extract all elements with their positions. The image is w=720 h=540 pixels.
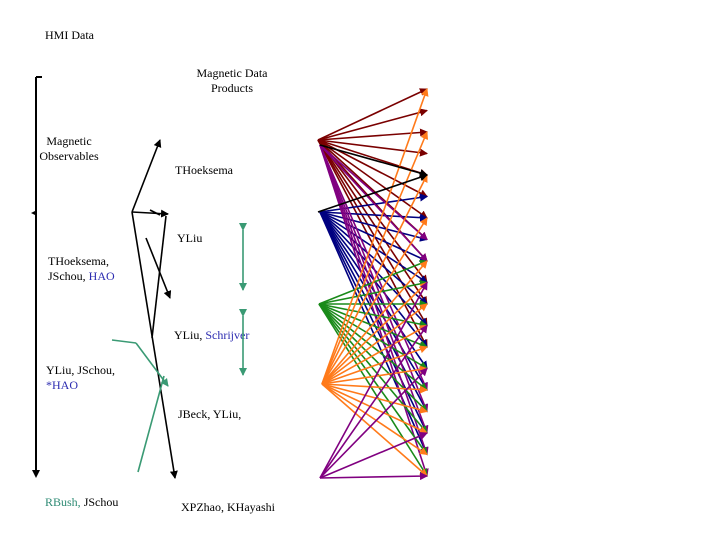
fan-arrow-purple-low-0 <box>319 281 428 479</box>
observables-team-2-org: *HAO <box>46 378 78 392</box>
fan-arrow-orange-9 <box>321 365 428 385</box>
fan-arrow-orange-3 <box>321 217 428 385</box>
fan-arrow-red-1 <box>317 108 428 141</box>
fan-arrow-navy-1 <box>319 211 428 222</box>
fan-arrow-orange-6 <box>321 303 428 385</box>
fan-arrow-purple-4 <box>319 144 429 434</box>
product-lead-1: THoeksema <box>175 163 233 177</box>
observables-team-2: YLiu, JSchou, *HAO <box>46 363 115 393</box>
fan-arrow-purple-5 <box>319 144 429 456</box>
fan-arrow-red-10 <box>317 139 428 305</box>
observables-bracket <box>31 76 42 478</box>
fan-arrow-red-9 <box>317 139 428 284</box>
teal-arrows <box>111 339 169 473</box>
fan-arrow-purple-low-4 <box>319 472 428 481</box>
fan-arrow-purple-low-2 <box>319 367 428 479</box>
fan-arrow-orange-5 <box>321 281 428 385</box>
fan-arrow-purple-1 <box>319 144 428 262</box>
fan-arrow-orange-8 <box>321 345 428 385</box>
fan-arrow-green-3 <box>318 303 428 329</box>
fan-arrow-green-6 <box>318 303 428 391</box>
fan-arrow-orange-12 <box>321 383 428 434</box>
product-lead-3-name2: Schrijver <box>205 328 250 342</box>
fan-arrow-orange-11 <box>321 383 428 414</box>
product-lead-3: YLiu, Schrijver <box>174 328 249 343</box>
bottom-left-team-name1: RBush, <box>45 495 81 509</box>
product-lead-2: YLiu <box>177 231 203 245</box>
fan-arrow-green-5 <box>318 303 428 370</box>
fan-arrow-red-3 <box>317 139 428 157</box>
observables-team-2-line1: YLiu, JSchou, <box>46 363 115 377</box>
fan-arrow-red-11 <box>317 139 428 327</box>
observables-team-1: THoeksema, JSchou, HAO <box>48 254 115 284</box>
fan-arrow-black-1 <box>319 144 428 177</box>
observables-team-1-org: HAO <box>88 269 115 283</box>
fan-arrow-green-9 <box>318 303 428 456</box>
fan-arrow-navy-2 <box>319 211 428 242</box>
fan-arrow-purple-2 <box>319 144 428 391</box>
fan-arrow-navy-4 <box>319 211 428 284</box>
fan-arrow-green-4 <box>318 303 428 349</box>
product-fan-arrows <box>317 88 429 481</box>
product-lead-5: XPZhao, KHayashi <box>181 500 275 514</box>
fan-arrow-red-2 <box>317 128 428 141</box>
observables-heading-line2: Observables <box>39 149 99 163</box>
product-lead-3-name1: YLiu, <box>174 328 203 342</box>
fan-arrow-green-1 <box>318 279 428 305</box>
fan-arrow-purple-6 <box>319 144 429 477</box>
fan-arrow-orange-14 <box>321 383 428 477</box>
fan-arrow-orange-13 <box>321 383 428 456</box>
fan-arrow-orange-7 <box>321 324 428 385</box>
observables-team-1-name: JSchou, <box>48 269 86 283</box>
fan-arrow-navy-3 <box>319 211 428 262</box>
fan-arrow-green-7 <box>318 303 428 413</box>
fan-arrow-red-0 <box>317 88 428 141</box>
observables-team-1-line1: THoeksema, <box>48 254 109 268</box>
products-heading-line1: Magnetic Data <box>196 66 268 80</box>
fan-arrow-purple-0 <box>319 144 428 241</box>
observables-heading: Magnetic Observables <box>30 134 108 164</box>
bottom-left-team: RBush, JSchou <box>45 495 118 510</box>
fan-arrow-orange-0 <box>321 88 429 385</box>
fan-arrow-orange-4 <box>321 260 428 385</box>
bottom-left-team-name2: JSchou <box>83 495 119 509</box>
product-lead-4: JBeck, YLiu, <box>178 407 242 421</box>
fan-arrow-orange-10 <box>321 383 428 394</box>
fan-arrow-purple-low-1 <box>319 324 428 479</box>
observables-team-1-line2: JSchou, HAO <box>48 269 115 284</box>
fan-arrow-navy-0 <box>319 193 428 213</box>
observables-heading-line1: Magnetic <box>46 134 92 148</box>
fan-arrow-green-10 <box>318 303 428 477</box>
fan-arrow-green-8 <box>318 303 428 434</box>
fan-arrow-orange-2 <box>321 174 428 385</box>
products-heading: Magnetic Data Products <box>180 66 284 96</box>
diagram-title: HMI Data <box>45 28 94 42</box>
fan-arrow-orange-1 <box>321 131 428 385</box>
fan-arrow-purple-3 <box>319 144 429 413</box>
products-heading-line2: Products <box>211 81 253 95</box>
fan-arrow-black-0 <box>317 173 428 213</box>
fan-arrow-navy-5 <box>319 211 428 305</box>
fan-arrow-purple-low-3 <box>319 432 428 479</box>
fan-arrow-red-6 <box>317 139 428 219</box>
middle-black-arrows <box>131 139 178 479</box>
